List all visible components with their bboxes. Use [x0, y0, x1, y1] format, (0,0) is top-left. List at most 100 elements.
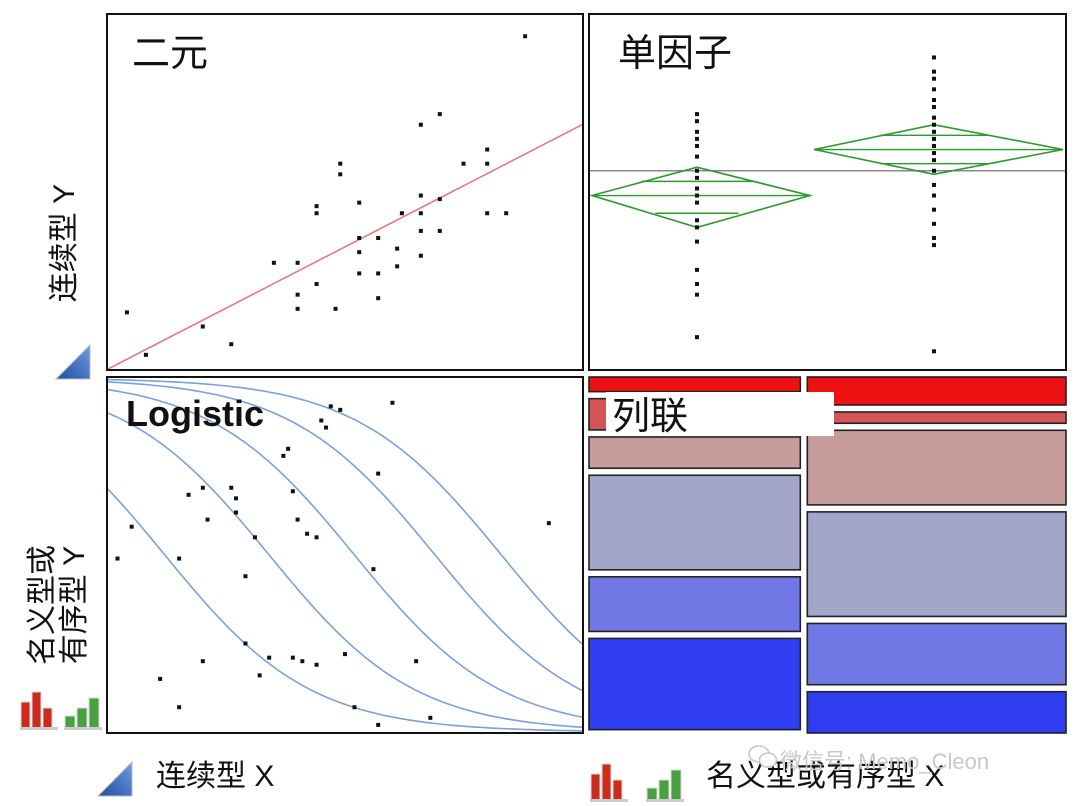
continuous-triangle-icon [96, 760, 133, 797]
data-point [158, 676, 163, 681]
data-point [376, 722, 381, 727]
data-point [352, 705, 357, 710]
data-point [932, 158, 936, 163]
logistic-curve [108, 381, 582, 692]
data-point [357, 250, 362, 255]
data-point [338, 172, 343, 177]
y-continuous-label: 连续型 Y [48, 183, 81, 303]
data-point [129, 524, 134, 529]
data-point [504, 211, 509, 216]
x-continuous-label: 连续型 X [156, 760, 275, 793]
data-point [695, 112, 699, 117]
data-point [695, 186, 699, 191]
oneway-title: 单因子 [618, 33, 733, 75]
data-point [243, 641, 248, 646]
continuous-triangle-icon [54, 343, 91, 380]
data-point [233, 510, 238, 515]
data-point [418, 228, 423, 233]
mosaic-cell [806, 690, 1067, 734]
data-point [932, 76, 936, 81]
data-point [437, 228, 442, 233]
wechat-icon [748, 745, 778, 768]
data-point [314, 204, 319, 209]
data-point [295, 292, 300, 297]
data-point [343, 652, 347, 657]
data-point [523, 34, 528, 39]
data-point [186, 492, 191, 497]
data-point [437, 197, 442, 202]
y-nominal-label-line1: 名义型或 [26, 545, 59, 665]
ordinal-bars-icon [646, 769, 684, 802]
data-point [695, 282, 699, 287]
mosaic-cell [588, 376, 802, 393]
data-point [932, 136, 936, 141]
data-point [695, 119, 699, 124]
data-point [932, 55, 936, 60]
data-point [695, 239, 699, 244]
oneway-panel: 单因子 [588, 13, 1067, 371]
data-point [290, 489, 295, 494]
data-point [257, 673, 262, 678]
mosaic-cell [806, 411, 1067, 425]
data-point [695, 193, 699, 198]
logistic-plot [108, 378, 582, 732]
data-point [485, 147, 490, 152]
data-point [371, 567, 376, 572]
data-point [115, 556, 120, 561]
data-point [143, 352, 148, 357]
data-point [695, 175, 699, 180]
data-point [932, 193, 936, 198]
data-point [281, 453, 286, 458]
watermark-text: 微信号: Memo_Cleon [780, 749, 990, 774]
data-point [437, 112, 442, 117]
data-point [428, 715, 433, 720]
data-point [376, 296, 381, 301]
data-point [243, 574, 248, 579]
data-point [357, 236, 362, 241]
data-point [485, 161, 490, 166]
data-point [932, 97, 936, 102]
data-point [932, 143, 936, 148]
mosaic-cell [806, 511, 1067, 618]
data-point [357, 271, 362, 276]
data-point [695, 200, 699, 205]
data-point [932, 105, 936, 110]
mosaic-cell [588, 436, 802, 470]
bivariate-plot [108, 34, 582, 369]
data-point [229, 485, 234, 490]
logistic-panel: Logistic [106, 376, 584, 734]
data-point [695, 225, 699, 230]
means-diamond [590, 166, 814, 229]
logistic-curve [108, 488, 582, 732]
data-point [233, 496, 238, 501]
data-point [177, 556, 182, 561]
bivariate-title: 二元 [132, 33, 209, 75]
data-point [305, 531, 310, 536]
contingency-title: 列联 [612, 396, 689, 438]
data-point [461, 161, 466, 166]
data-point [376, 471, 381, 476]
data-point [932, 87, 936, 92]
data-point [695, 143, 699, 148]
data-point [252, 535, 257, 540]
data-point [414, 659, 419, 664]
mosaic-cell [588, 576, 802, 633]
x-nominal-label: 名义型或有序型 X [706, 760, 945, 793]
data-point [418, 122, 423, 127]
data-point [695, 136, 699, 141]
logistic-curve [108, 412, 582, 728]
data-point [695, 267, 699, 272]
data-point [376, 271, 381, 276]
data-point [124, 310, 129, 315]
data-point [695, 335, 699, 340]
data-point [286, 446, 291, 451]
logistic-curve [108, 378, 582, 645]
mosaic-cell [588, 637, 802, 731]
data-point [324, 425, 329, 430]
data-point [205, 517, 210, 522]
data-point [418, 211, 423, 216]
data-point [695, 292, 699, 297]
data-point [314, 282, 319, 287]
data-point [695, 129, 699, 134]
data-point [932, 207, 936, 212]
